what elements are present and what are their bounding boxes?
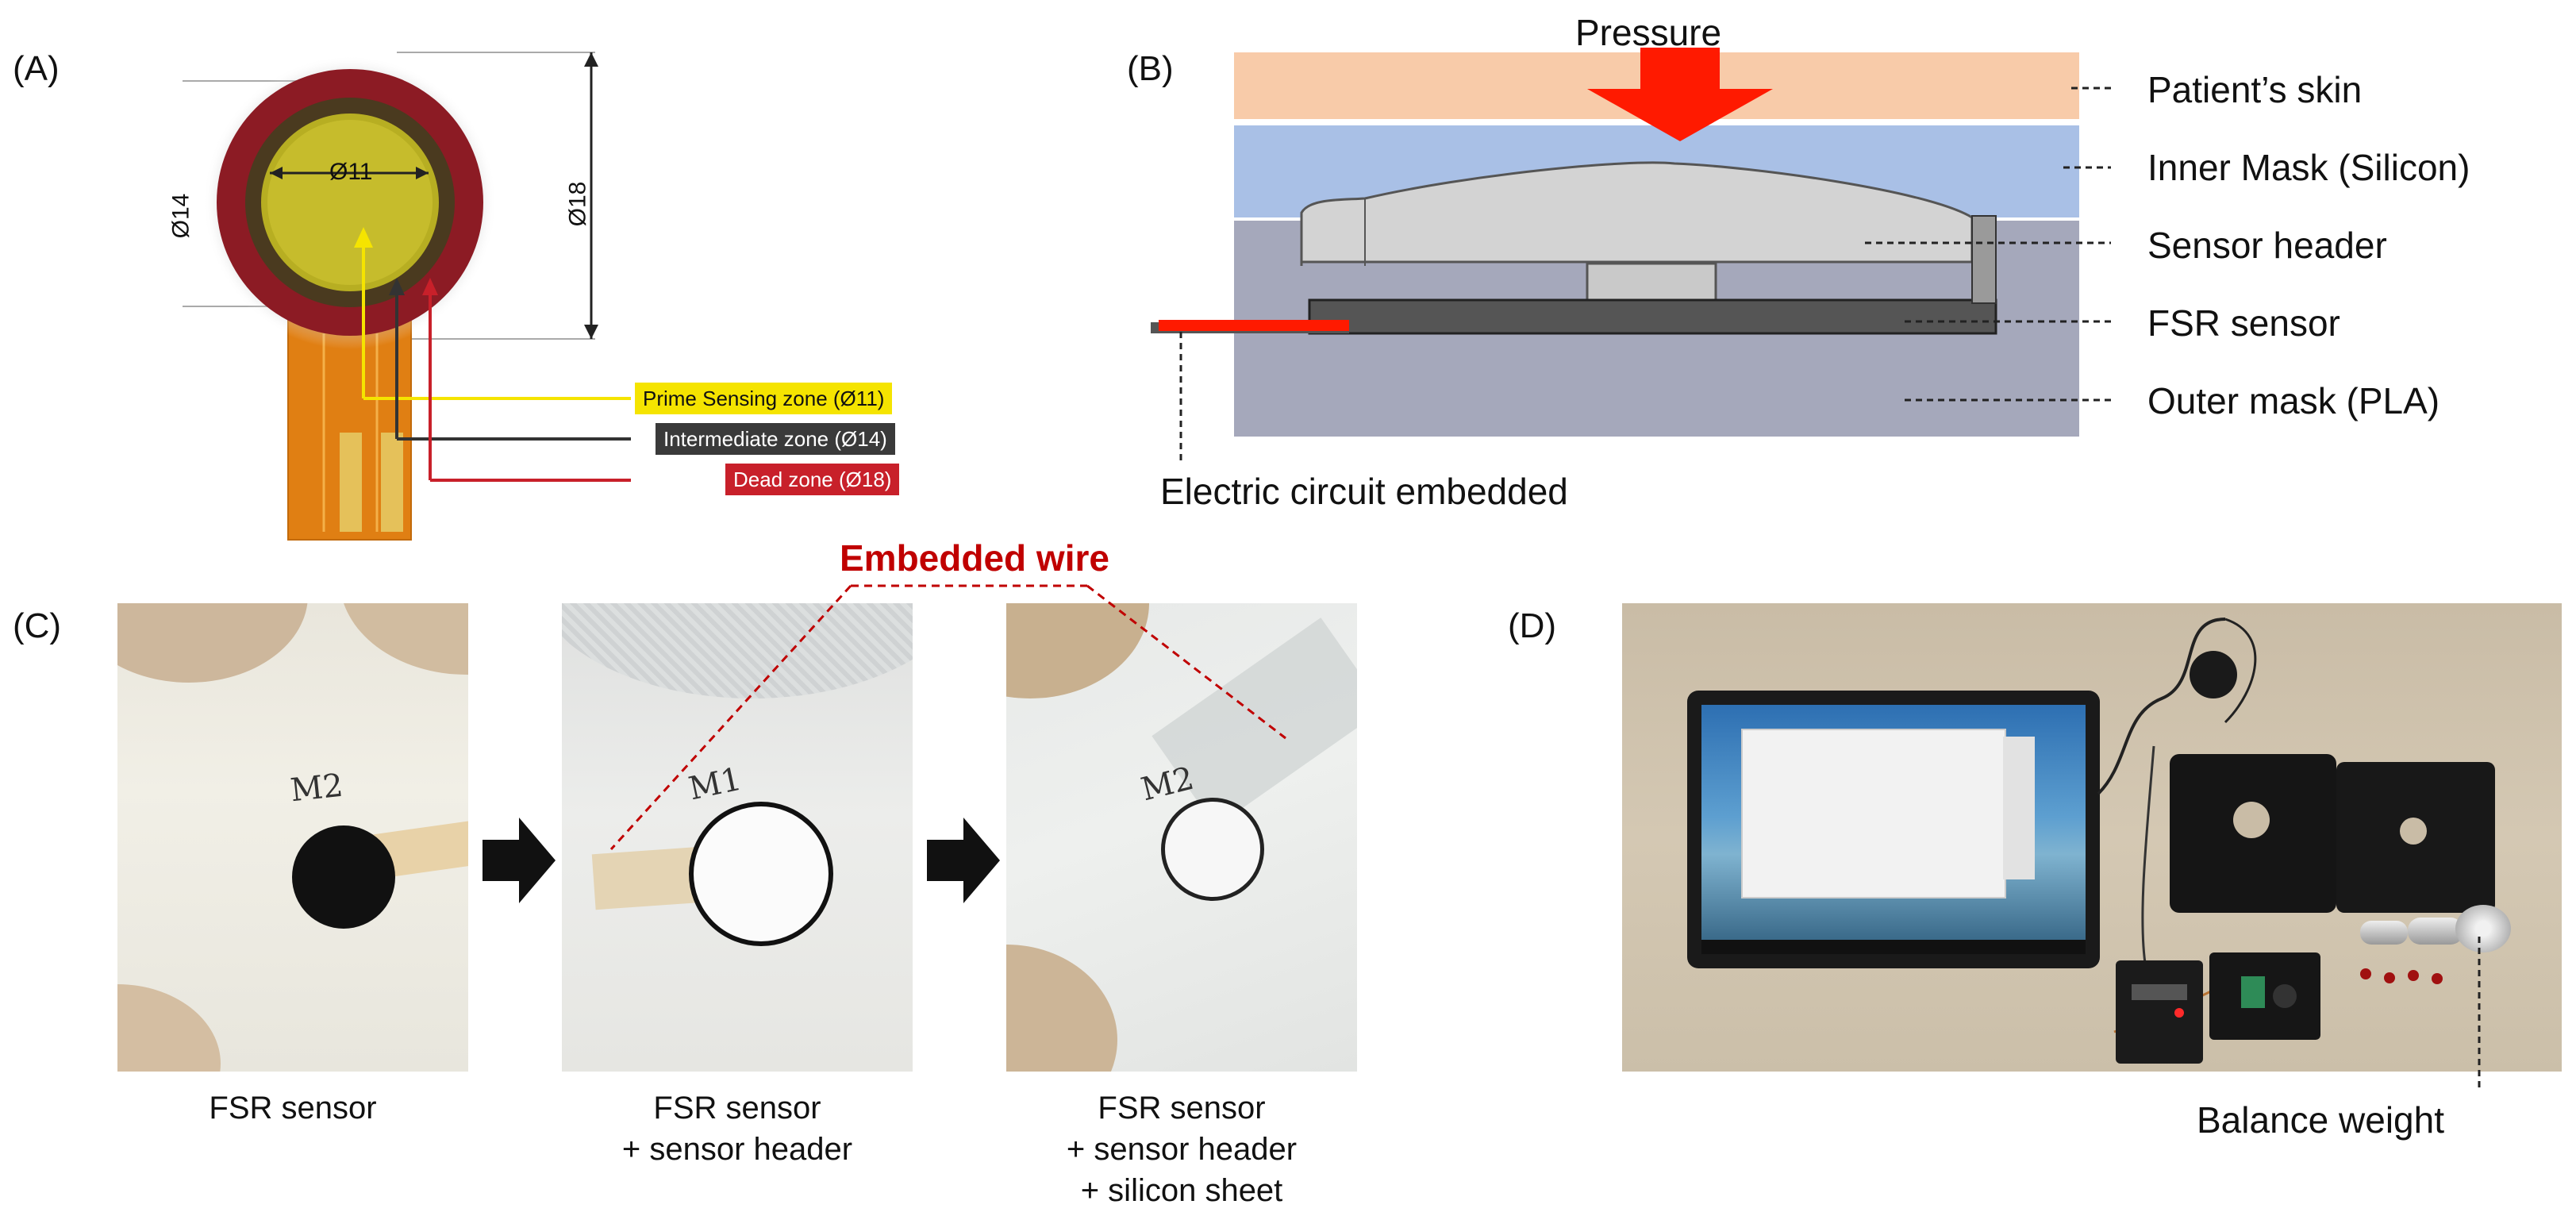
foam-pad-left xyxy=(2170,754,2336,913)
balance-weight-label: Balance weight xyxy=(2197,1099,2444,1141)
caption-line: FSR sensor xyxy=(653,1091,821,1126)
panel-label-b: (B) xyxy=(1127,49,1174,88)
caption-line: + sensor header xyxy=(621,1132,853,1167)
fsr-sensor-drawing xyxy=(183,52,631,541)
arrow-right-icon xyxy=(927,818,1000,903)
foam-pad-right xyxy=(2336,762,2495,913)
panel-label-d: (D) xyxy=(1508,606,1557,645)
fsr-sensor-dot xyxy=(292,825,395,929)
photo-silicon-sheet: M2 xyxy=(1006,603,1357,1072)
layer-label-fsr-sensor: FSR sensor xyxy=(2147,302,2340,344)
caption-photo-3: FSR sensor + sensor header + silicon she… xyxy=(1006,1087,1357,1211)
zone-intermediate: Intermediate zone (Ø14) xyxy=(656,423,895,455)
balance-weight-leader xyxy=(2478,937,2481,1091)
zone-dead: Dead zone (Ø18) xyxy=(725,464,900,495)
callout-leader-lines xyxy=(609,584,1286,851)
layer-label-sensor-header: Sensor header xyxy=(2147,225,2387,266)
caption-line: FSR sensor xyxy=(209,1091,377,1126)
embedded-wire-callout: Embedded wire xyxy=(840,537,1109,579)
circuit-label: Electric circuit embedded xyxy=(1160,471,1568,512)
dim-inner-label: Ø11 xyxy=(329,159,373,185)
photo-experiment-setup xyxy=(1622,603,2562,1072)
layer-label-inner-mask: Inner Mask (Silicon) xyxy=(2147,147,2470,188)
sensor-mark-1: M2 xyxy=(288,767,345,810)
zone-prime-sensing: Prime Sensing zone (Ø11) xyxy=(635,383,893,414)
circuit-board xyxy=(2116,960,2203,1064)
panel-label-c: (C) xyxy=(13,606,62,645)
weight-2 xyxy=(2408,918,2463,945)
app-window xyxy=(1741,729,2006,899)
photo-sensor-header: M1 xyxy=(562,603,913,1072)
layer-label-outer-mask: Outer mask (PLA) xyxy=(2147,380,2440,421)
cross-section-diagram xyxy=(1151,48,2111,460)
layer-label-skin: Patient’s skin xyxy=(2147,69,2363,110)
silicon-sheet-dome xyxy=(1161,798,1264,901)
caption-line: FSR sensor xyxy=(1098,1091,1266,1126)
caption-line: + sensor header xyxy=(1066,1132,1298,1167)
tablet-device xyxy=(1687,691,2100,968)
pressure-label: Pressure xyxy=(1575,12,1722,53)
dim-outer-label: Ø18 xyxy=(564,181,591,227)
mouse-device xyxy=(2190,651,2237,698)
sensor-header-dome xyxy=(689,802,833,946)
sensor-block xyxy=(2209,952,2320,1040)
arrow-right-icon xyxy=(483,818,556,903)
caption-line: + silicon sheet xyxy=(1080,1173,1283,1208)
dim-middle-label: Ø14 xyxy=(167,193,194,239)
caption-photo-1: FSR sensor xyxy=(117,1087,468,1129)
panel-label-a: (A) xyxy=(13,49,60,88)
photo-fsr-sensor: M2 xyxy=(117,603,468,1072)
caption-photo-2: FSR sensor + sensor header xyxy=(562,1087,913,1170)
weight-3 xyxy=(2455,905,2511,952)
weight-1 xyxy=(2360,921,2408,945)
